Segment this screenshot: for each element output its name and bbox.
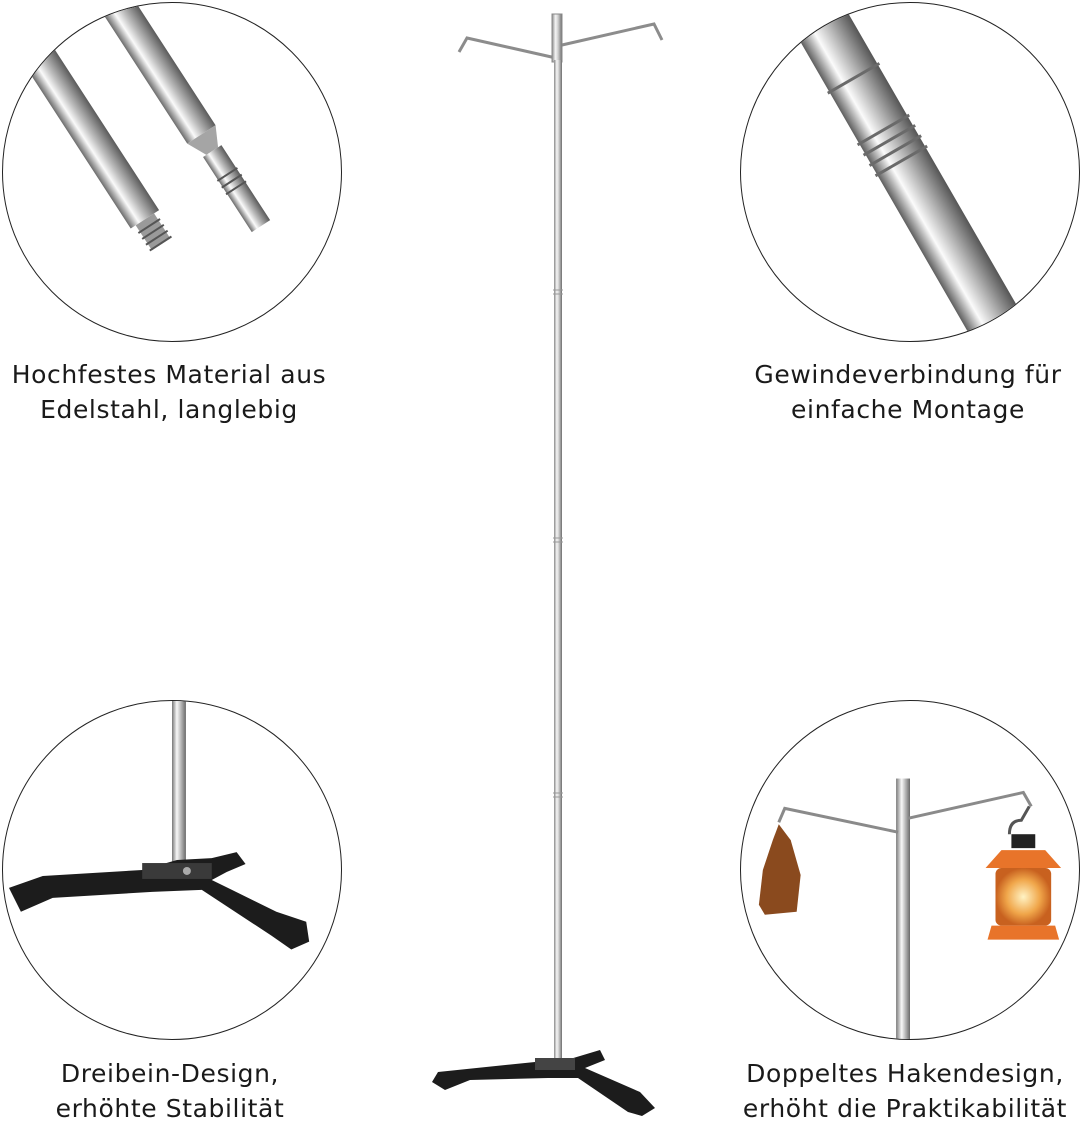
caption-tripod-line2: erhöhte Stabilität bbox=[55, 1094, 285, 1123]
caption-material-line2: Edelstahl, langlebig bbox=[40, 395, 298, 424]
detail-circle-hooks bbox=[740, 700, 1080, 1040]
caption-material: Hochfestes Material aus Edelstahl, langl… bbox=[0, 357, 338, 427]
detail-circle-material bbox=[2, 2, 342, 342]
detail-circle-thread bbox=[740, 2, 1080, 342]
steel-rods-closeup bbox=[6, 3, 271, 252]
thread-connection-closeup bbox=[779, 3, 1037, 341]
caption-material-line1: Hochfestes Material aus bbox=[11, 360, 327, 389]
caption-hooks-line1: Doppeltes Hakendesign, bbox=[746, 1059, 1064, 1088]
tripod-base-closeup bbox=[8, 701, 310, 950]
caption-hooks-line2: erhöht die Praktikabilität bbox=[742, 1094, 1068, 1123]
caption-thread-line1: Gewindeverbindung für bbox=[754, 360, 1062, 389]
detail-circle-tripod bbox=[2, 700, 342, 1040]
double-hook-closeup bbox=[758, 778, 1062, 1039]
caption-tripod-line1: Dreibein-Design, bbox=[60, 1059, 280, 1088]
caption-hooks: Doppeltes Hakendesign, erhöht die Prakti… bbox=[730, 1056, 1080, 1126]
caption-thread-line2: einfache Montage bbox=[791, 395, 1025, 424]
caption-tripod: Dreibein-Design, erhöhte Stabilität bbox=[0, 1056, 340, 1126]
caption-thread: Gewindeverbindung für einfache Montage bbox=[738, 357, 1078, 427]
